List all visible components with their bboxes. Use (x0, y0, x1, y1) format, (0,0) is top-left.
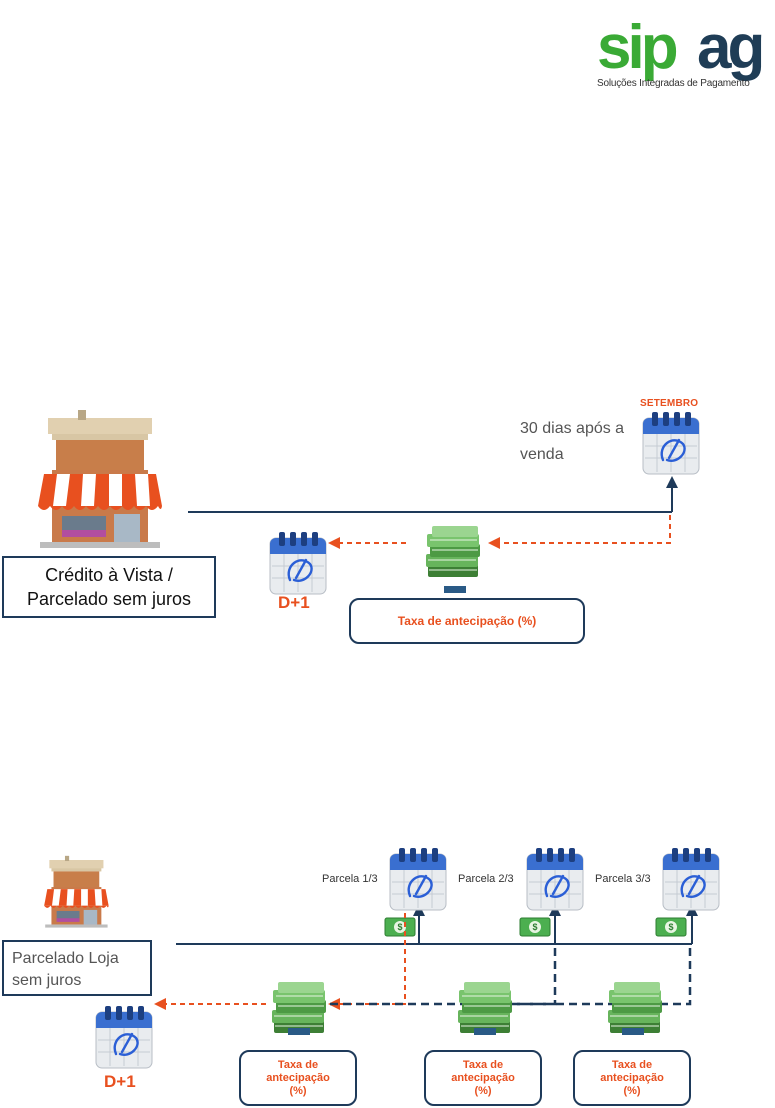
svg-text:ag: ag (697, 13, 761, 82)
bottom-caption-box: Parcelado Loja sem juros (2, 940, 152, 996)
caption-line-1: Parcelado Loja (12, 948, 150, 970)
money-stack-icon (458, 982, 512, 1033)
fee-box-1: Taxa de antecipação (%) (239, 1050, 357, 1106)
store-icon (44, 856, 108, 928)
top-caption-box: Crédito à Vista / Parcelado sem juros (2, 556, 216, 618)
caption-line-2: Parcelado sem juros (27, 587, 191, 611)
d1-label: D+1 (104, 1072, 136, 1092)
svg-text:sip: sip (597, 13, 677, 82)
money-note-icon (520, 918, 550, 936)
money-stack-icon (272, 982, 326, 1033)
money-note-icon (385, 918, 415, 936)
fee-marker (288, 1028, 310, 1035)
fee-line-1: Taxa de (612, 1059, 652, 1072)
days-line-1: 30 dias após a (520, 416, 624, 442)
fee-label: Taxa de antecipação (%) (398, 614, 537, 628)
fee-line-2: antecipação (451, 1072, 515, 1085)
logo-tagline: Soluções Integradas de Pagamento (597, 78, 775, 89)
money-note-icon (656, 918, 686, 936)
parcela-label-2: Parcela 2/3 (458, 873, 514, 885)
store-icon (38, 410, 162, 548)
fee-line-3: (%) (474, 1085, 491, 1098)
money-stack-icon (426, 526, 480, 577)
top-fee-box: Taxa de antecipação (%) (349, 598, 585, 644)
parcela-label-1: Parcela 1/3 (322, 873, 378, 885)
calendar-icon (527, 848, 583, 910)
fee-line-2: antecipação (266, 1072, 330, 1085)
calendar-icon (663, 848, 719, 910)
calendar-icon (96, 1006, 152, 1068)
caption-line-1: Crédito à Vista / (45, 563, 173, 587)
fee-line-2: antecipação (600, 1072, 664, 1085)
days-after-sale-label: 30 dias após a venda (520, 416, 624, 468)
fee-box-2: Taxa de antecipação (%) (424, 1050, 542, 1106)
parcela-label-3: Parcela 3/3 (595, 873, 651, 885)
d1-label: D+1 (278, 593, 310, 613)
days-line-2: venda (520, 442, 624, 468)
anticipation-path-navy (322, 948, 555, 1004)
calendar-icon (270, 532, 326, 594)
fee-line-3: (%) (623, 1085, 640, 1098)
caption-line-2: sem juros (12, 970, 150, 992)
anticipation-arrow (494, 515, 670, 543)
fee-marker (444, 586, 466, 593)
calendar-icon (643, 412, 699, 474)
fee-box-3: Taxa de antecipação (%) (573, 1050, 691, 1106)
money-stack-icon (608, 982, 662, 1033)
fee-line-3: (%) (289, 1085, 306, 1098)
fee-marker (622, 1028, 644, 1035)
calendar-icon (390, 848, 446, 910)
fee-marker (474, 1028, 496, 1035)
month-label: SETEMBRO (640, 398, 698, 409)
fee-line-1: Taxa de (463, 1059, 503, 1072)
fee-line-1: Taxa de (278, 1059, 318, 1072)
